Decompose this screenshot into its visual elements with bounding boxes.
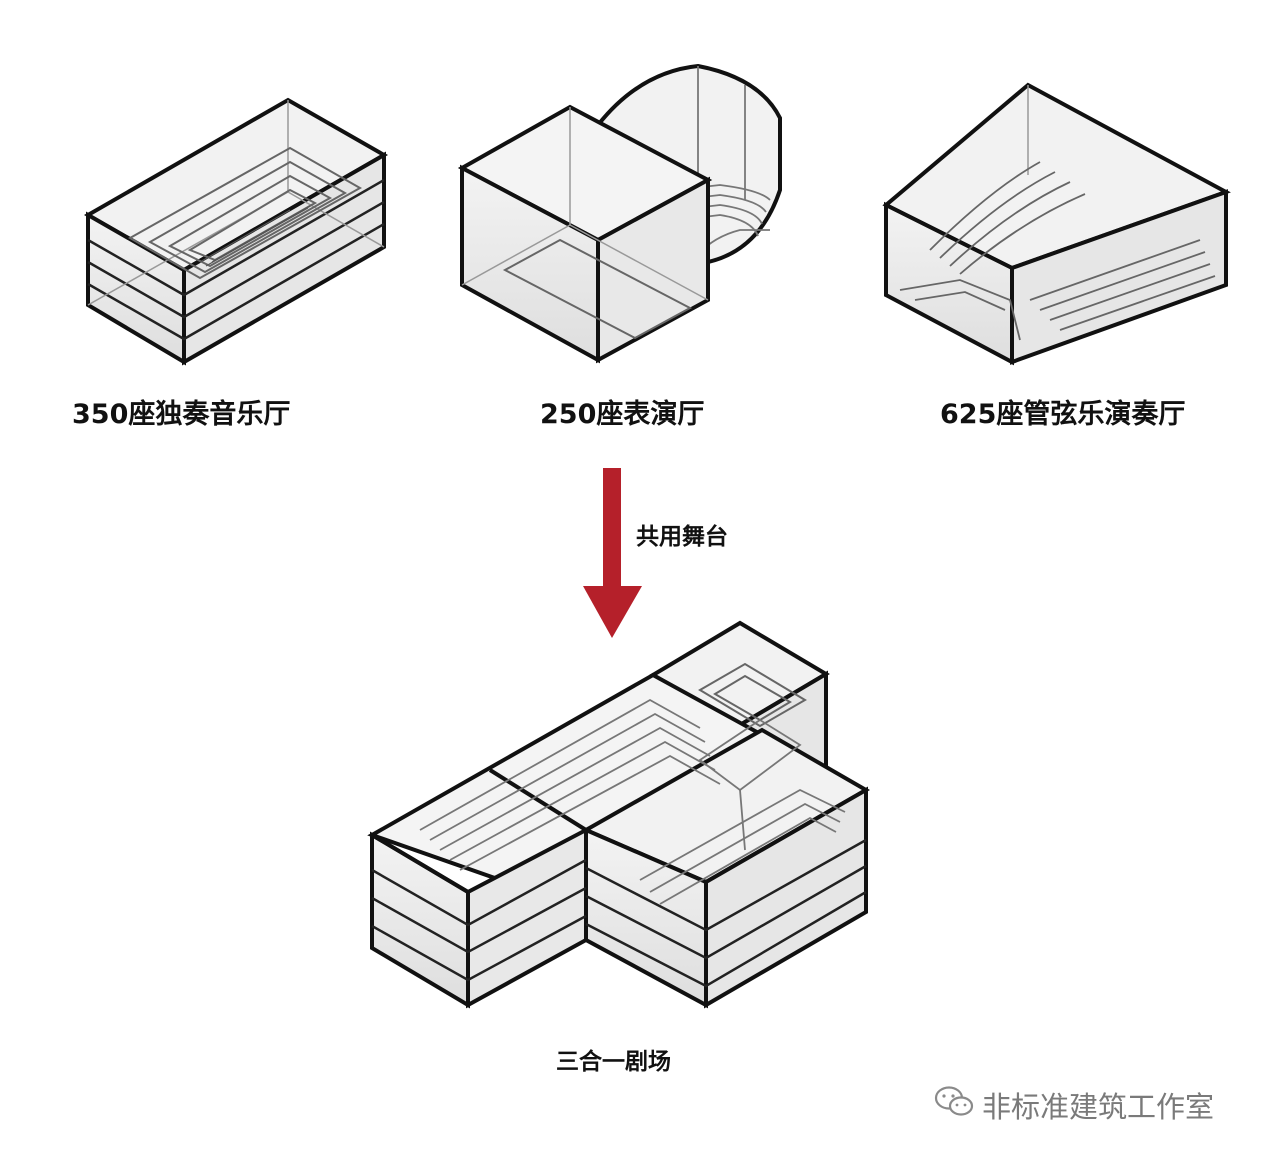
solo-hall-box <box>88 100 384 362</box>
watermark: 非标准建筑工作室 <box>934 1084 1214 1126</box>
recital-hall-label: 250座表演厅 <box>540 392 704 431</box>
combined-theatre-label: 三合一剧场 <box>556 1042 671 1076</box>
solo-hall-label: 350座独奏音乐厅 <box>72 392 290 431</box>
watermark-text: 非标准建筑工作室 <box>982 1084 1214 1126</box>
orchestra-hall-label: 625座管弦乐演奏厅 <box>940 392 1185 431</box>
wechat-icon <box>934 1085 974 1126</box>
combined-theatre-box <box>372 623 866 1005</box>
shared-stage-arrow <box>583 468 642 638</box>
recital-hall-box <box>462 66 780 360</box>
shared-stage-label: 共用舞台 <box>636 517 728 551</box>
orchestra-hall-box <box>886 85 1226 362</box>
